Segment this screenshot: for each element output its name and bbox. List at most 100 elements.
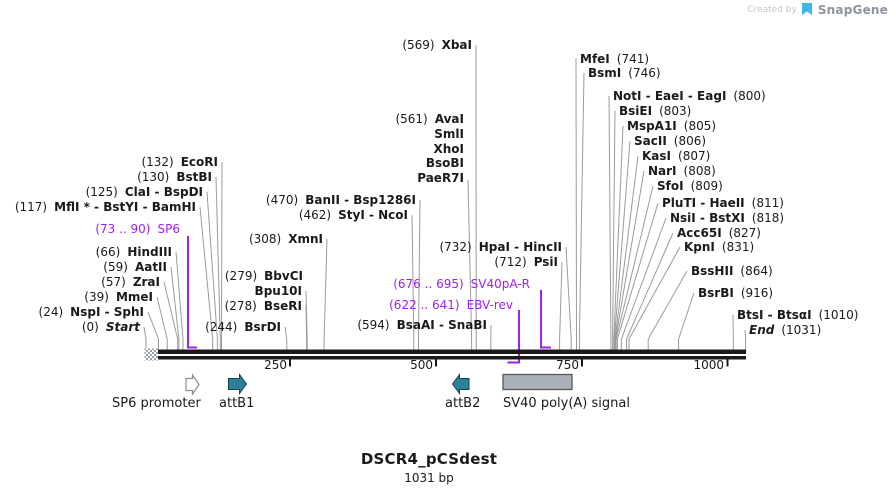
site-label-bsobi: BsoBI	[419, 156, 464, 170]
site-name: BssHII	[691, 264, 734, 278]
site-pos: (807)	[678, 149, 711, 163]
site-label-bsaai-snabi: (594)BsaAI - SnaBI	[357, 318, 487, 332]
site-pos: (244)	[205, 320, 238, 334]
site-pos: (831)	[721, 240, 755, 254]
site-label-kpni: KpnI(831)	[684, 240, 754, 254]
site-pos: (1010)	[818, 308, 859, 322]
site-name: ZraI	[132, 275, 160, 289]
site-pos: (117)	[14, 200, 48, 214]
site-label-btsi-btsai: BtsI - BtsαI (1010)	[737, 308, 858, 322]
site-name: BanII - Bsp1286I	[305, 193, 416, 207]
site-label-banii-bsp1286i: (470) BanII - Bsp1286I	[266, 193, 416, 207]
site-name: SfoI	[657, 179, 684, 193]
attb1-arrow	[228, 372, 248, 396]
site-pos: (470)	[265, 193, 299, 207]
site-label-nspi-sphi: (24) NspI - SphI	[39, 305, 144, 319]
site-name: SmlI	[434, 127, 464, 141]
site-pos: (803)	[659, 104, 692, 118]
site-pos: (279)	[224, 269, 258, 283]
site-label-styi-ncoi: (462)StyI - NcoI	[299, 208, 408, 222]
site-label-bseri: (278) BseRI	[225, 299, 302, 313]
site-label-aatii: (59) AatII	[103, 260, 167, 274]
site-label-avai: (561) AvaI	[395, 112, 464, 126]
site-pos: (39)	[84, 290, 109, 304]
site-name: NspI - SphI	[70, 305, 144, 319]
site-label-paer7i: PaeR7I	[410, 171, 464, 185]
site-name: BstBI	[176, 170, 212, 184]
site-name: BsiEI	[619, 104, 653, 118]
region-pos: (622 .. 641)	[389, 298, 460, 312]
site-pos: (808)	[683, 164, 716, 178]
region-name: SV40pA-R	[470, 277, 530, 291]
site-name: BsmI	[588, 66, 622, 80]
feature-label-attb2: attB2	[445, 396, 481, 411]
site-label-smli: SmlI	[427, 127, 464, 141]
site-label-bpu10i: Bpu10I	[248, 284, 302, 298]
site-name: Acc65I	[677, 226, 722, 240]
site-label-start: (0)Start	[82, 320, 140, 334]
site-name: SacII	[634, 134, 667, 148]
site-pos: (59)	[103, 260, 128, 274]
site-name: BseRI	[263, 299, 302, 313]
site-name: XbaI	[441, 38, 472, 52]
sv40pa-r-region-bracket	[540, 290, 551, 349]
site-label-bsrdi: (244)BsrDI	[205, 320, 281, 334]
site-pos: (561)	[395, 112, 428, 126]
site-label-xbai: (569) XbaI	[402, 38, 472, 52]
site-name: ClaI - BspDI	[124, 185, 203, 199]
site-label-xmni: (308)XmnI	[249, 232, 323, 246]
ruler-label-250: 250	[264, 358, 287, 372]
site-name: BsoBI	[425, 156, 464, 170]
site-name: AvaI	[434, 112, 464, 126]
site-name: AatII	[134, 260, 167, 274]
site-name: EcoRI	[180, 155, 218, 169]
site-pos: (712)	[494, 255, 527, 269]
site-label-nsii-bstxi: NsiI - BstXI(818)	[670, 211, 784, 225]
site-name: BbvCI	[264, 269, 303, 283]
site-pos: (732)	[439, 240, 472, 254]
site-label-bsiei: BsiEI (803)	[619, 104, 691, 118]
site-label-acc65i: Acc65I(827)	[677, 226, 761, 240]
site-label-hindiii: (66)HindIII	[96, 245, 172, 259]
site-name: StyI - NcoI	[338, 208, 408, 222]
site-label-zrai: (57)ZraI	[101, 275, 160, 289]
site-pos: (800)	[733, 89, 766, 103]
site-pos: (1031)	[781, 323, 822, 337]
site-name: PaeR7I	[417, 171, 464, 185]
sv40-polya-box	[502, 373, 573, 391]
site-name: NotI - EaeI - EagI	[613, 89, 727, 103]
site-pos: (125)	[85, 185, 118, 199]
site-name: BtsI - BtsαI	[737, 308, 812, 322]
site-name: NarI	[648, 164, 677, 178]
site-name: PsiI	[533, 255, 558, 269]
site-label-hpai-hincii: (732) HpaI - HincII	[439, 240, 562, 254]
site-pos: (278)	[224, 299, 257, 313]
site-pos: (809)	[690, 179, 723, 193]
site-name: HpaI - HincII	[478, 240, 562, 254]
site-pos: (864)	[740, 264, 773, 278]
sp6-promoter-arrow	[185, 373, 200, 396]
region-label-ebv-rev: (622 .. 641)EBV-rev	[389, 298, 513, 312]
attb2-arrow	[451, 372, 470, 396]
site-pos: (0)	[81, 320, 99, 334]
site-label-ecori: (132)EcoRI	[141, 155, 218, 169]
site-name: End	[749, 323, 775, 337]
site-name: MspA1I	[627, 119, 677, 133]
site-pos: (811)	[751, 196, 784, 210]
ruler-ticks	[289, 359, 729, 367]
site-label-mfli-bstyi-bamhi: (117) MflI * - BstYI - BamHI	[15, 200, 196, 214]
site-name: MfeI	[580, 52, 610, 66]
site-name: MflI * - BstYI - BamHI	[54, 200, 196, 214]
site-pos: (24)	[38, 305, 64, 319]
site-pos: (569)	[402, 38, 435, 52]
site-label-psii: (712) PsiI	[494, 255, 558, 269]
watermark-created-by: Created by	[747, 5, 797, 15]
site-pos: (805)	[683, 119, 717, 133]
feature-label-sv40-polya: SV40 poly(A) signal	[503, 396, 630, 411]
site-label-bsshii: BssHII (864)	[691, 264, 773, 278]
site-label-noti-eaei-eagi: NotI - EaeI - EagI (800)	[613, 89, 766, 103]
region-name: SP6	[157, 222, 181, 236]
region-label-sp6: (73 .. 90)SP6	[95, 222, 180, 236]
ruler-label-1000: 1000	[693, 358, 724, 372]
sequence-line	[144, 348, 746, 361]
